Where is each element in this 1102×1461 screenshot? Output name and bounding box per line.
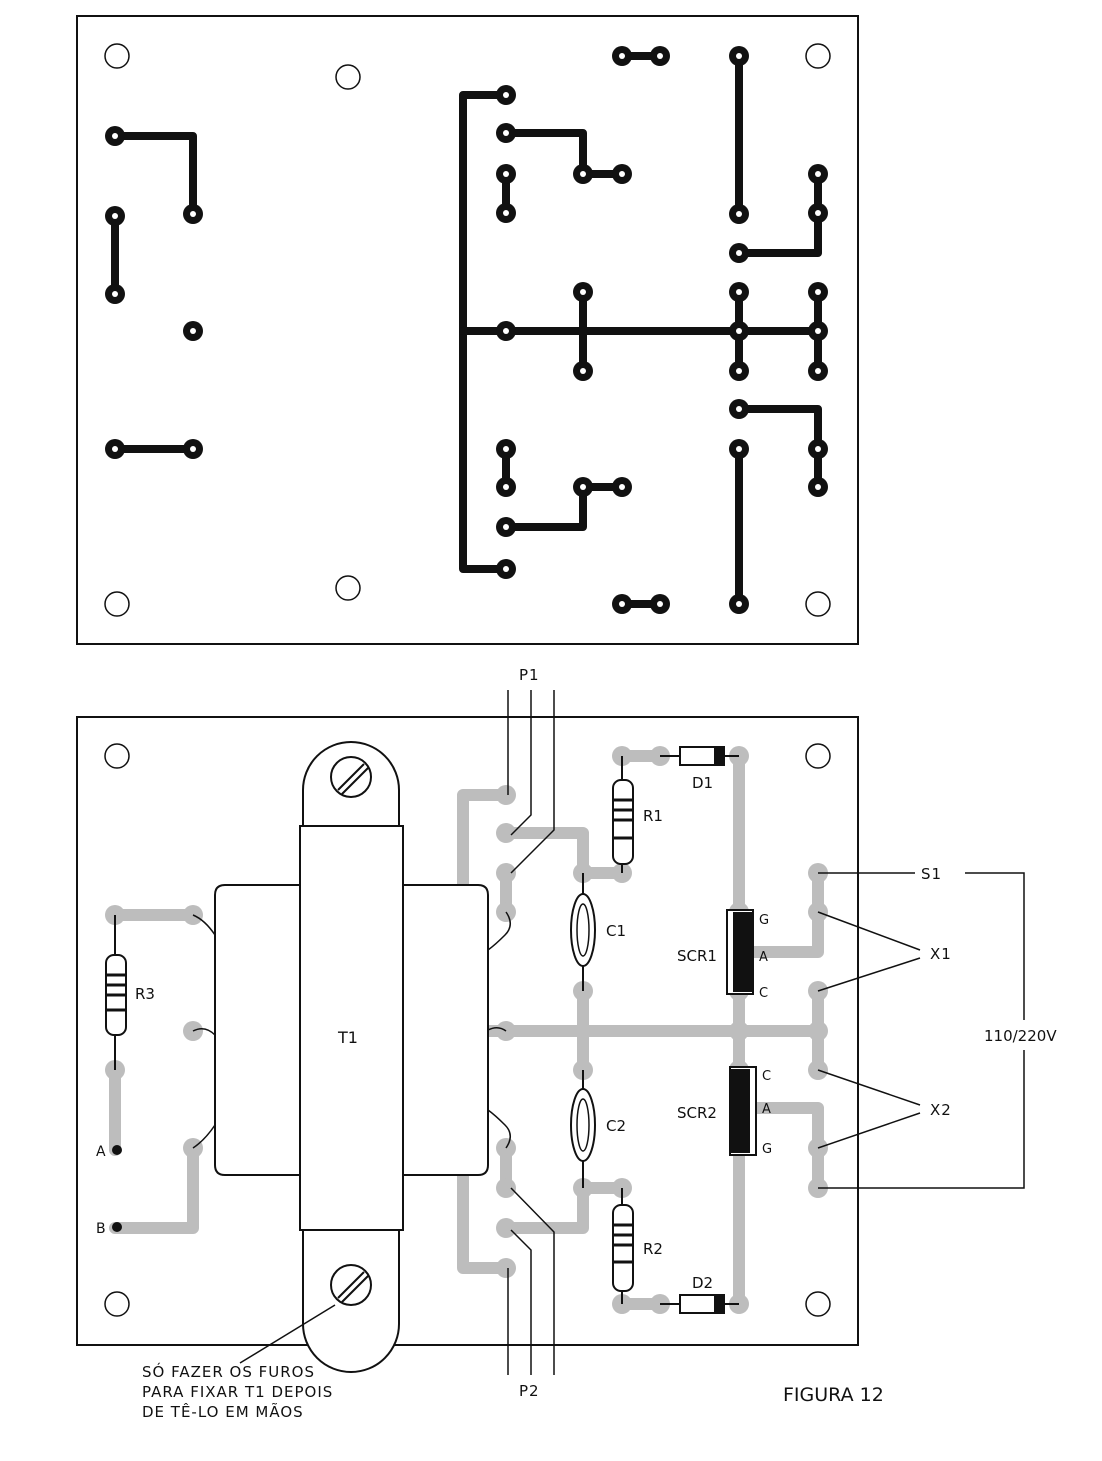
scr1 [726,909,754,995]
label-p1: P1 [519,666,540,684]
mounting-holes [104,43,831,617]
resistor-r2 [612,1188,634,1304]
transformer-leads [192,911,511,1149]
diode-d2 [660,1294,739,1314]
pcb-component-view: P1 P2 T1 R3 R1 R2 C1 C2 D1 D2 SCR1 SCR2 … [76,666,1057,1400]
label-x2: X2 [930,1101,952,1119]
label-c2: C2 [606,1117,626,1135]
t1-mounting-note: SÓ FAZER OS FUROS PARA FIXAR T1 DEPOIS D… [142,1362,333,1422]
label-terminal-b: B [96,1221,106,1237]
resistor-r1 [612,756,634,873]
copper-pads [105,46,828,614]
capacitor-c1 [570,873,596,991]
note-line-3: DE TÊ-LO EM MÃOS [142,1403,304,1421]
label-s1: S1 [921,865,942,883]
pcb-copper-view [76,15,859,645]
label-c1: C1 [606,922,626,940]
label-terminal-a: A [96,1144,106,1160]
label-x1: X1 [930,945,952,963]
terminal-a-dot [112,1145,122,1155]
label-scr2-pin-g: G [762,1142,772,1157]
resistor-r3 [105,915,127,1070]
note-line-1: SÓ FAZER OS FUROS [142,1363,316,1381]
note-line-2: PARA FIXAR T1 DEPOIS [142,1383,334,1401]
terminal-b-dot [112,1222,122,1232]
label-scr2-pin-c: C [762,1069,771,1084]
p2-wires [507,1187,555,1375]
label-r1: R1 [643,807,663,825]
transformer-t1 [214,741,489,1373]
capacitor-c2 [570,1070,596,1188]
label-scr1: SCR1 [677,947,717,965]
component-mounting-holes [104,743,831,1317]
p1-wires [507,690,555,874]
label-r3: R3 [135,985,155,1003]
label-scr2-pin-a: A [762,1102,771,1117]
label-supply-voltage: 110/220V [984,1027,1057,1045]
label-r2: R2 [643,1240,663,1258]
label-scr1-pin-g: G [759,913,769,928]
label-scr1-pin-c: C [759,986,768,1001]
label-scr1-pin-a: A [759,950,768,965]
label-d2: D2 [692,1274,713,1292]
label-scr2: SCR2 [677,1104,717,1122]
label-p2: P2 [519,1382,540,1400]
scr2 [729,1066,757,1156]
label-d1: D1 [692,774,713,792]
diode-d1 [660,746,739,766]
label-t1: T1 [337,1028,358,1047]
external-wiring [239,872,1025,1364]
figure-caption: FIGURA 12 [783,1384,884,1406]
